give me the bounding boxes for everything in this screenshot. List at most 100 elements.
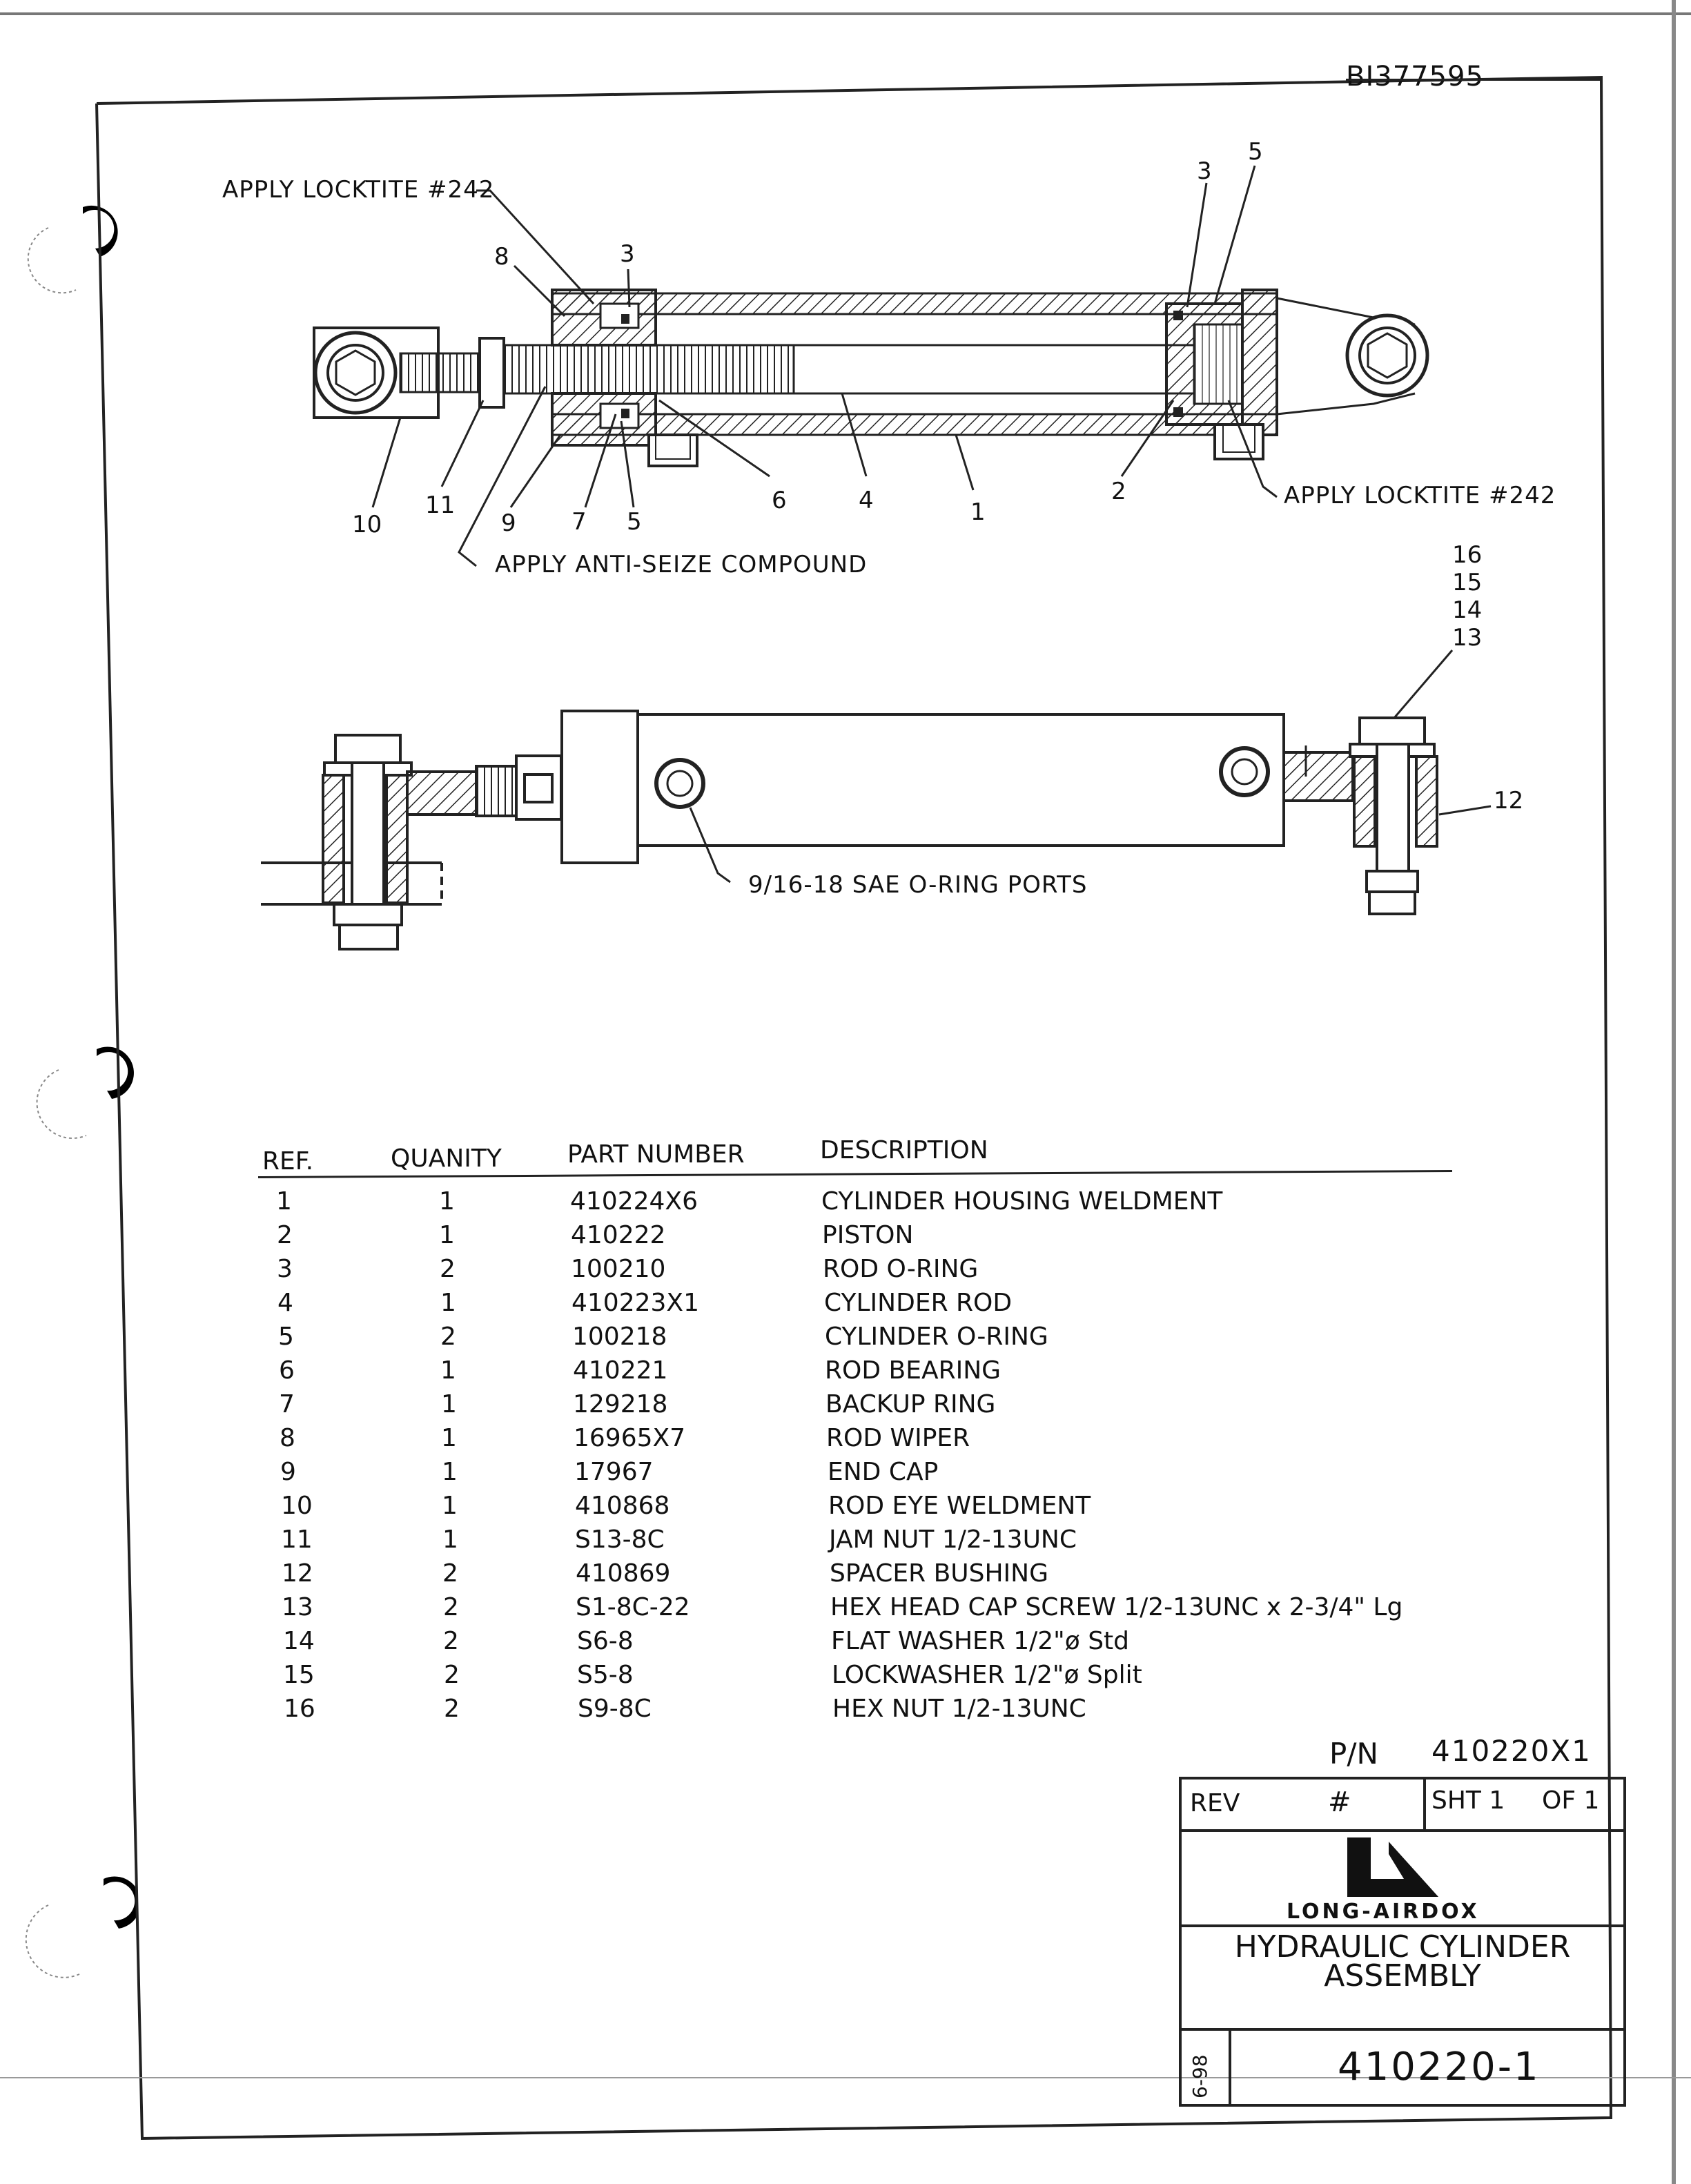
scan-right-edge bbox=[1672, 0, 1676, 2184]
cell-description: END CAP bbox=[828, 1458, 939, 1486]
right-mount-assembly bbox=[1282, 716, 1438, 915]
cell-part-number: S6-8 bbox=[577, 1627, 634, 1655]
binder-hole-middle bbox=[36, 1046, 134, 1139]
binder-hole-bottom bbox=[25, 1876, 138, 1978]
header-part-number: PART NUMBER bbox=[567, 1140, 745, 1169]
cell-quantity: 2 bbox=[442, 1559, 458, 1588]
rev-value: # bbox=[1328, 1786, 1351, 1818]
header-ref: REF. bbox=[262, 1147, 314, 1176]
cell-description: PISTON bbox=[822, 1221, 914, 1249]
balloon-14: 14 bbox=[1452, 596, 1483, 624]
header-description: DESCRIPTION bbox=[820, 1136, 988, 1164]
cell-description: CYLINDER ROD bbox=[824, 1289, 1013, 1317]
cell-description: SPACER BUSHING bbox=[830, 1559, 1049, 1588]
balloon-4: 4 bbox=[859, 487, 874, 514]
cell-part-number: 17967 bbox=[574, 1458, 654, 1486]
cell-description: CYLINDER O-RING bbox=[825, 1323, 1048, 1351]
cell-part-number: 410224X6 bbox=[570, 1187, 698, 1216]
cell-ref: 15 bbox=[283, 1661, 315, 1689]
cell-ref: 5 bbox=[278, 1323, 294, 1351]
sheet-number: SHT 1 bbox=[1431, 1786, 1505, 1815]
left-mount-assembly bbox=[261, 734, 563, 950]
exterior-leader-lines bbox=[689, 650, 1492, 884]
cell-ref: 14 bbox=[283, 1627, 315, 1655]
cell-description: CYLINDER HOUSING WELDMENT bbox=[821, 1187, 1223, 1216]
callout-anti-seize: APPLY ANTI-SEIZE COMPOUND bbox=[495, 551, 868, 578]
rev-label: REV bbox=[1190, 1789, 1240, 1817]
cell-ref: 12 bbox=[282, 1559, 313, 1588]
cell-ref: 13 bbox=[282, 1593, 313, 1621]
cell-ref: 3 bbox=[277, 1255, 293, 1283]
cell-part-number: S9-8C bbox=[578, 1695, 652, 1723]
cell-quantity: 2 bbox=[443, 1627, 459, 1655]
balloon-3-left: 3 bbox=[620, 240, 635, 268]
cylinder-rod-body bbox=[792, 344, 1195, 395]
cell-part-number: 100210 bbox=[571, 1255, 666, 1283]
cell-ref: 7 bbox=[279, 1390, 295, 1418]
drawing-title-line1: HYDRAULIC CYLINDER bbox=[1234, 1929, 1571, 1964]
company-name: LONG-AIRDOX bbox=[1287, 1900, 1480, 1924]
cell-part-number: 410868 bbox=[575, 1492, 670, 1520]
scan-top-edge bbox=[0, 12, 1691, 15]
header-quantity: QUANITY bbox=[391, 1144, 502, 1173]
balloon-6: 6 bbox=[772, 487, 787, 514]
drawing-date: 6-98 bbox=[1189, 2054, 1211, 2098]
cell-part-number: 16965X7 bbox=[574, 1424, 686, 1452]
cell-description: HEX NUT 1/2-13UNC bbox=[832, 1695, 1086, 1723]
balloon-12: 12 bbox=[1494, 787, 1524, 815]
callout-locktite-left: APPLY LOCKTITE #242 bbox=[222, 176, 495, 204]
cylinder-rear-head bbox=[1213, 289, 1429, 460]
cell-quantity: 2 bbox=[444, 1695, 460, 1723]
cell-ref: 6 bbox=[279, 1356, 295, 1385]
rod-eye-weldment bbox=[313, 326, 440, 419]
cylinder-exterior-view bbox=[261, 650, 1492, 950]
balloon-13: 13 bbox=[1452, 624, 1483, 652]
cell-ref: 8 bbox=[280, 1424, 295, 1452]
cell-ref: 9 bbox=[280, 1458, 296, 1486]
balloon-8: 8 bbox=[494, 243, 509, 271]
cell-quantity: 1 bbox=[441, 1390, 457, 1418]
port-left bbox=[654, 758, 705, 809]
balloon-7: 7 bbox=[571, 508, 587, 536]
cell-description: HEX HEAD CAP SCREW 1/2-13UNC x 2-3/4" Lg bbox=[830, 1593, 1403, 1621]
cell-quantity: 2 bbox=[443, 1593, 459, 1621]
section-leader-lines bbox=[371, 165, 1278, 567]
document-id: BI377595 bbox=[1346, 61, 1484, 92]
balloon-3-right: 3 bbox=[1197, 157, 1212, 185]
exterior-tube bbox=[636, 713, 1285, 847]
cell-description: ROD O-RING bbox=[823, 1255, 979, 1283]
cell-ref: 11 bbox=[281, 1525, 313, 1554]
cell-quantity: 1 bbox=[440, 1289, 456, 1317]
balloon-2: 2 bbox=[1111, 478, 1126, 505]
exterior-end-cap bbox=[560, 710, 639, 864]
cell-quantity: 2 bbox=[444, 1661, 460, 1689]
cell-part-number: 129218 bbox=[573, 1390, 668, 1418]
cell-quantity: 1 bbox=[442, 1492, 458, 1520]
cell-description: JAM NUT 1/2-13UNC bbox=[829, 1525, 1077, 1554]
balloon-16: 16 bbox=[1452, 541, 1483, 569]
sheet-total: OF 1 bbox=[1542, 1786, 1600, 1815]
cell-description: ROD BEARING bbox=[825, 1356, 1001, 1385]
pn-value: 410220X1 bbox=[1431, 1734, 1592, 1768]
binder-hole-top bbox=[27, 205, 118, 294]
balloon-11: 11 bbox=[425, 491, 456, 519]
rod-thread bbox=[399, 352, 481, 393]
cell-quantity: 1 bbox=[442, 1525, 458, 1554]
cell-ref: 1 bbox=[276, 1187, 292, 1216]
cell-description: FLAT WASHER 1/2"ø Std bbox=[831, 1627, 1130, 1655]
cell-description: BACKUP RING bbox=[825, 1390, 996, 1418]
callout-locktite-right: APPLY LOCKTITE #242 bbox=[1284, 482, 1556, 509]
cell-quantity: 1 bbox=[439, 1221, 455, 1249]
pn-label: P/N bbox=[1329, 1737, 1378, 1771]
cell-quantity: 1 bbox=[439, 1187, 455, 1216]
cell-description: ROD EYE WELDMENT bbox=[828, 1492, 1091, 1520]
cell-quantity: 1 bbox=[440, 1356, 456, 1385]
cell-part-number: 410221 bbox=[573, 1356, 668, 1385]
cell-part-number: 410869 bbox=[576, 1559, 671, 1588]
cell-description: LOCKWASHER 1/2"ø Split bbox=[832, 1661, 1142, 1689]
cell-part-number: S5-8 bbox=[577, 1661, 634, 1689]
balloon-5-right: 5 bbox=[1248, 138, 1263, 166]
balloon-10: 10 bbox=[352, 511, 382, 538]
balloon-5-left: 5 bbox=[627, 508, 642, 536]
balloon-15: 15 bbox=[1452, 569, 1483, 596]
